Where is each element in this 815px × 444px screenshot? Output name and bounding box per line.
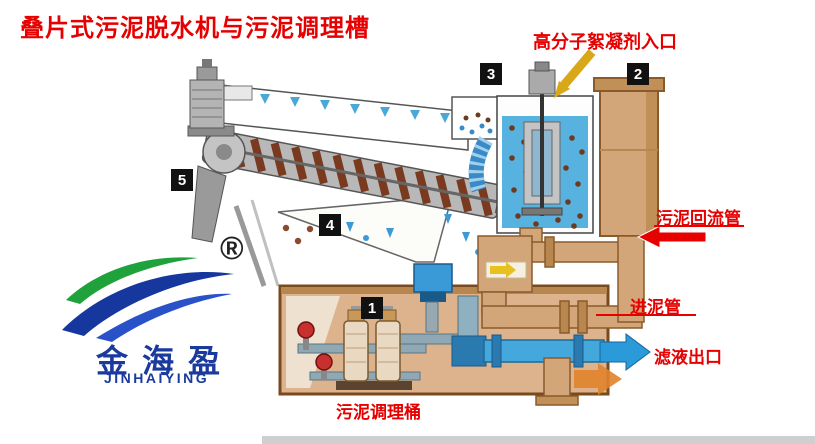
support-legs (233, 199, 280, 287)
label-sludge-return-pipe: 污泥回流管 (656, 209, 741, 228)
logo-wave-graphic (62, 257, 234, 342)
funnel-outlet-box (413, 263, 453, 333)
label-flocculant-inlet: 高分子絮凝剂入口 (533, 32, 677, 52)
marker-1: 1 (361, 297, 383, 319)
label-sludge-inlet-pipe: 进泥管 (630, 298, 681, 317)
marker-3: 3 (480, 63, 502, 85)
filtrate-pipe (451, 295, 605, 368)
mixer-motor (528, 61, 556, 95)
flocculant-arrow (554, 49, 596, 98)
screw-end-hub (216, 144, 232, 160)
storage-tank (593, 77, 665, 237)
flocculation-tank (496, 61, 594, 234)
marker-2: 2 (627, 63, 649, 85)
mixer-paddle (521, 207, 563, 216)
label-filtrate-outlet: 滤液出口 (654, 348, 722, 367)
brand-name-english: JINHAIYING (104, 370, 210, 386)
filtrate-outlet-arrow (599, 333, 651, 371)
corrugated-feed-hose (468, 136, 493, 193)
drive-motor (187, 59, 253, 137)
valve-handles (297, 321, 333, 380)
brand-name-chinese: 金海盈 (96, 343, 235, 379)
label-conditioning-tank: 污泥调理桶 (336, 403, 421, 422)
marker-5: 5 (171, 169, 193, 191)
marker-4: 4 (319, 214, 341, 236)
flow-arrow-small (490, 262, 516, 278)
feed-inlet-box (451, 96, 499, 140)
sludge-drops (282, 224, 314, 245)
label-underlines (596, 225, 744, 316)
registered-trademark-symbol: ® (220, 230, 244, 266)
discharge-plate (191, 165, 227, 243)
drain-arrow (574, 363, 622, 395)
inlet-box-sludge-dots (459, 112, 493, 135)
table-edge-shadow (262, 436, 815, 444)
filtrate-funnel (277, 195, 454, 263)
diagram-title: 叠片式污泥脱水机与污泥调理槽 (20, 15, 370, 42)
submersible-pumps (336, 306, 412, 390)
